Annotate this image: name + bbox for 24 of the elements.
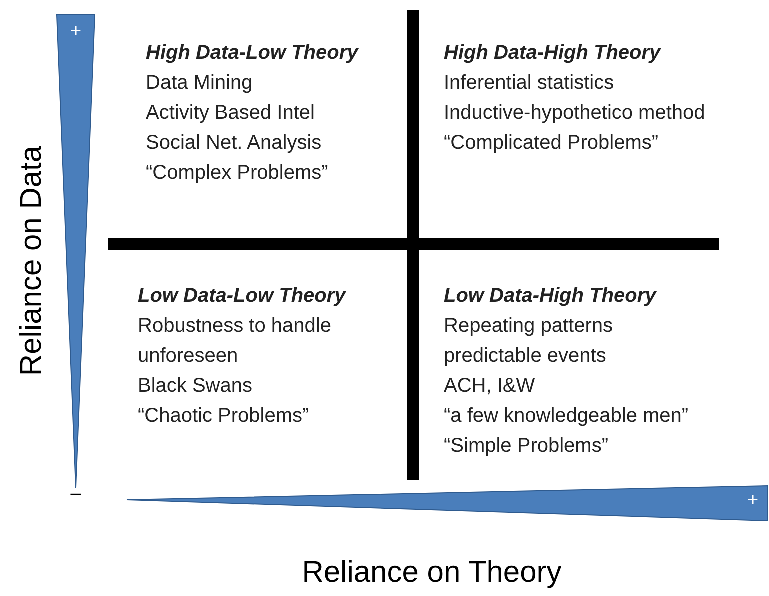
quadrant-text: Black Swans: [138, 374, 254, 399]
quadrant-text: predictable events: [444, 344, 608, 369]
quadrant-heading: Low Data-High Theory: [444, 284, 658, 309]
quadrant-heading: High Data-High Theory: [444, 41, 662, 66]
quadrant-text: ACH, I&W: [444, 374, 536, 399]
quadrant-text: Social Net. Analysis: [146, 131, 323, 156]
quadrant-heading: High Data-Low Theory: [146, 41, 360, 66]
axis-title: Reliance on Theory: [301, 558, 563, 588]
quadrant-text: Data Mining: [146, 71, 254, 96]
quadrant-text: “Complex Problems”: [146, 161, 330, 186]
quadrant-text: Robustness to handle unforeseen: [138, 314, 332, 369]
axis-sign: +: [746, 491, 760, 510]
quadrant-heading: Low Data-Low Theory: [138, 284, 348, 309]
quadrant-text: Repeating patterns: [444, 314, 614, 339]
quadrant-text: Inferential statistics: [444, 71, 616, 96]
quadrant-text: “Chaotic Problems”: [138, 404, 310, 429]
quadrant-text: Activity Based Intel: [146, 101, 316, 126]
quadrant-text: “Simple Problems”: [444, 434, 610, 459]
quadrant-text: “Complicated Problems”: [444, 131, 660, 156]
quadrant-text: “a few knowledgeable men”: [444, 404, 690, 429]
axis-sign: +: [69, 22, 83, 41]
axis-title: Reliance on Data: [17, 144, 47, 378]
quadrant-text: Inductive-hypothetico method: [444, 101, 706, 126]
axis-sign: −: [68, 484, 84, 506]
